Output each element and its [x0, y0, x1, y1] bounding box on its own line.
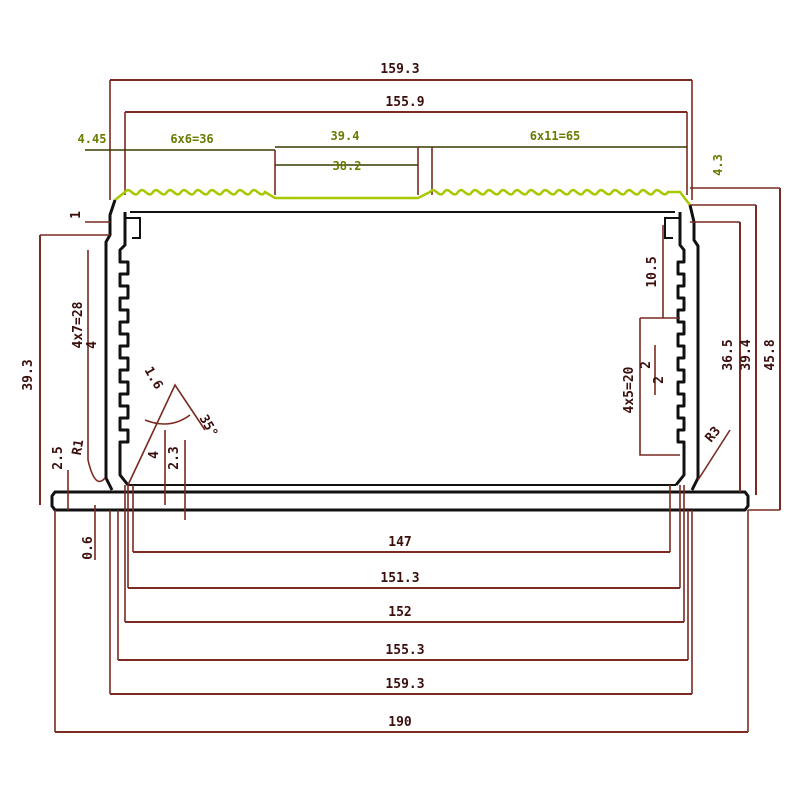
dim-text-155-3: 155.3: [385, 643, 424, 658]
dim-text-1: 1: [69, 211, 84, 219]
dim-text-190: 190: [388, 715, 412, 730]
dim-text-39-3: 39.3: [21, 359, 36, 390]
dim-text-159-3-bottom: 159.3: [385, 677, 424, 692]
dim-text-39-4-right: 39.4: [739, 339, 754, 370]
dim-box-fins-right: [639, 317, 680, 456]
dim-text-2-5: 2.5: [51, 446, 66, 469]
dim-text-4-detail: 4: [147, 451, 162, 459]
dim-text-155-9: 155.9: [385, 95, 424, 110]
radius-r1-leader: [87, 459, 106, 483]
dim-text-152: 152: [388, 605, 411, 620]
top-dimensions: 159.3 155.9 4.45 6x6=36 39.4 38.2 6x11=6…: [78, 62, 725, 200]
right-wall: [674, 204, 700, 491]
dim-text-151-3: 151.3: [380, 571, 419, 586]
dim-text-4-left: 4: [85, 341, 100, 349]
dim-text-fins-side-right: 4x5=20: [622, 366, 637, 413]
dim-text-r1: R1: [70, 438, 88, 456]
dim-text-38-2: 38.2: [333, 159, 362, 173]
dim-text-4-3: 4.3: [711, 154, 725, 176]
dim-text-39-4: 39.4: [331, 129, 360, 143]
dim-text-147: 147: [388, 535, 411, 550]
dim-text-4-45: 4.45: [78, 132, 107, 146]
bottom-plate: [50, 490, 750, 512]
profile-outline: [50, 188, 750, 512]
left-wall: [104, 199, 130, 491]
left-clip: [125, 217, 141, 239]
dim-text-2-3: 2.3: [167, 446, 182, 469]
dim-text-0-6: 0.6: [81, 536, 96, 560]
angle-arc: [144, 414, 191, 425]
dim-text-45-8: 45.8: [763, 339, 778, 370]
right-clip: [664, 217, 680, 239]
bottom-dimensions: 147 151.3 152 155.3 159.3 190: [54, 485, 749, 733]
dim-text-2a: 2: [639, 361, 654, 369]
radius-r3-leader: [697, 429, 731, 481]
dim-text-2b: 2: [652, 376, 667, 384]
top-plate-highlight: [114, 188, 691, 206]
dim-text-36-5: 36.5: [721, 339, 736, 370]
right-dimensions: 10.5 4x5=20 2 2 36.5 39.4 45.8 R3: [622, 187, 781, 511]
angle-leader: [127, 383, 206, 486]
dim-text-1-6: 1.6: [141, 364, 166, 392]
dim-text-fins-left: 6x6=36: [170, 132, 213, 146]
dim-text-159-3-top: 159.3: [380, 62, 419, 77]
dim-text-35: 35°: [196, 412, 221, 440]
dim-text-fins-right: 6x11=65: [530, 129, 581, 143]
dim-text-r3: R3: [703, 424, 725, 446]
dim-text-10-5: 10.5: [645, 256, 660, 287]
dim-text-fins-side: 4x7=28: [71, 301, 86, 348]
